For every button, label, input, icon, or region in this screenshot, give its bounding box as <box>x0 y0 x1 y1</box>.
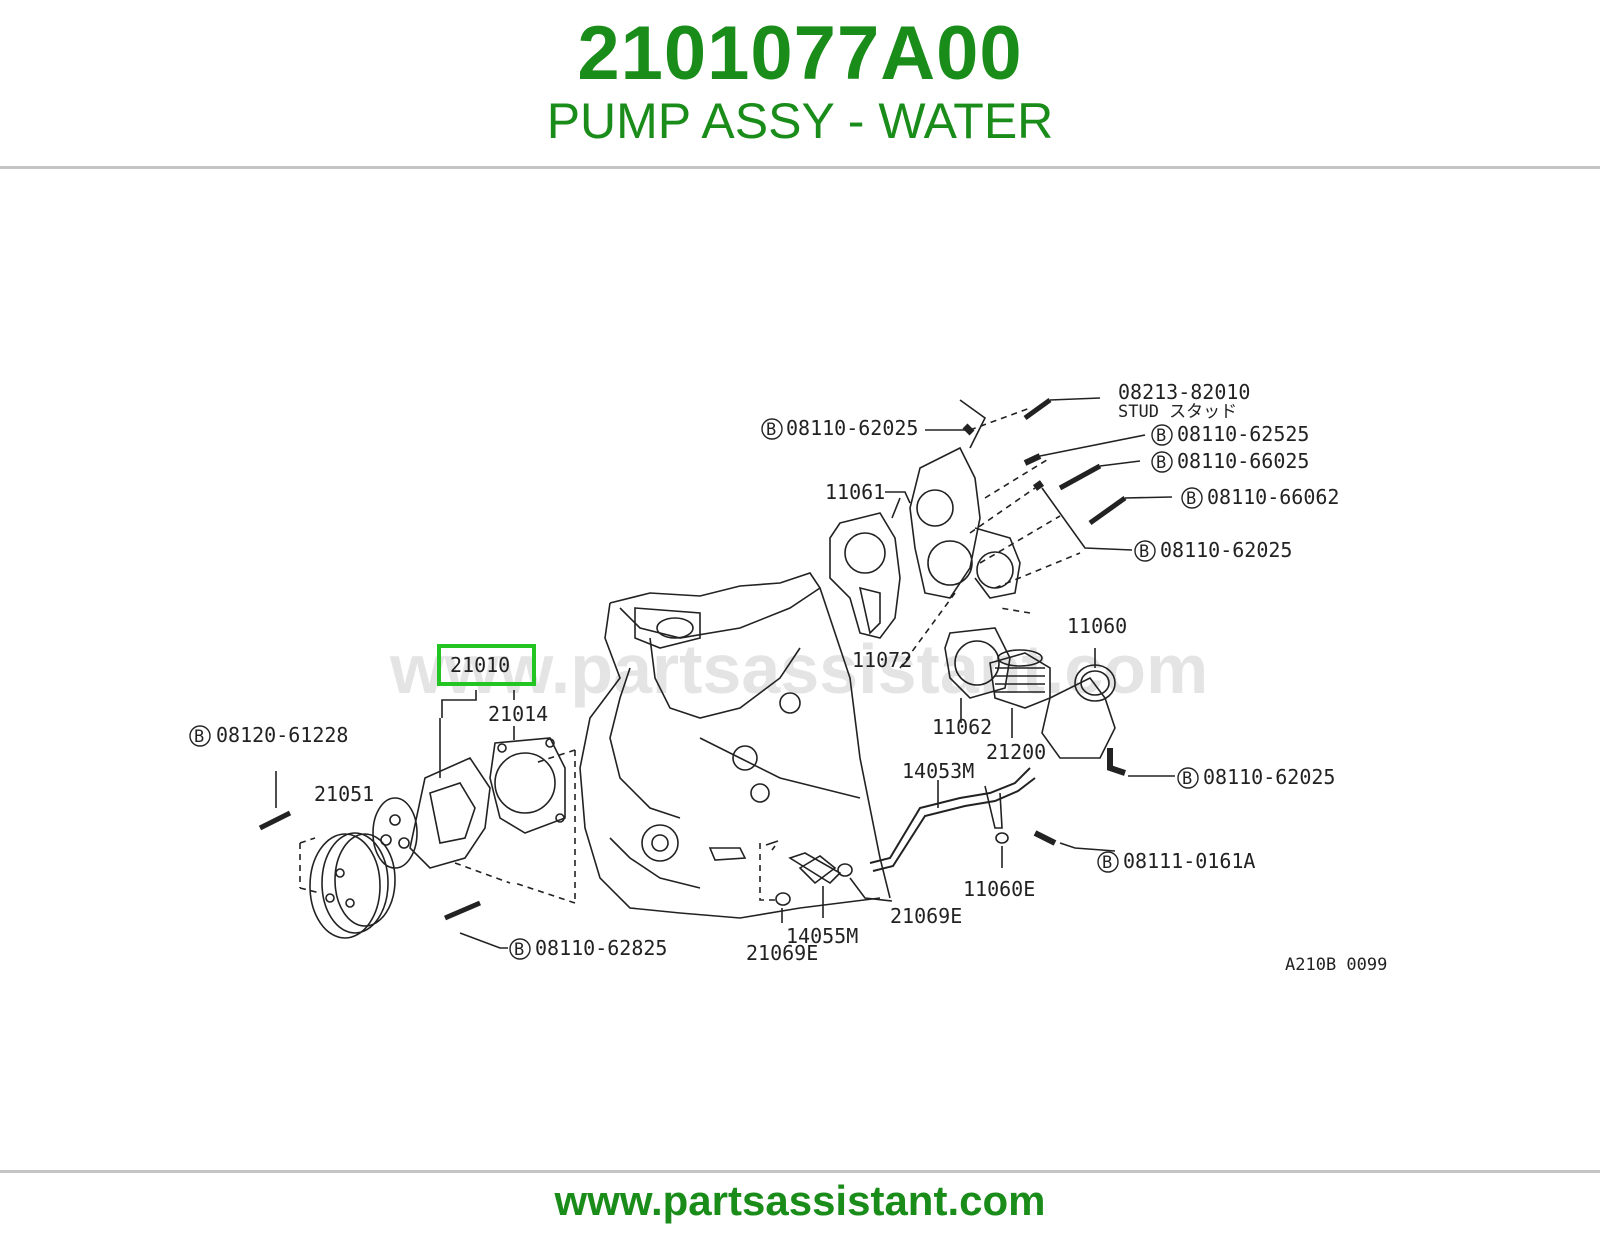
label-21010: 21010 <box>450 653 510 677</box>
label-stud: STUD スタッド <box>1118 402 1237 422</box>
label-14053M: 14053M <box>902 759 974 783</box>
label-11062: 11062 <box>932 715 992 739</box>
bolt-marker-icon <box>509 938 531 960</box>
bolt-marker: B <box>1156 453 1166 473</box>
label-08110-62525: 08110-62525 <box>1177 422 1309 446</box>
bolt-marker: B <box>1182 769 1192 789</box>
bolt-marker-icon <box>1134 540 1156 562</box>
bolt-marker: B <box>194 727 204 747</box>
bolt-08110-66025 <box>1058 463 1102 491</box>
label-14055M: 14055M <box>786 924 858 948</box>
diagram-linework <box>258 397 1175 949</box>
callout-08110-66062: B 08110-66062 <box>1181 485 1339 509</box>
clamp-21069E-b <box>837 863 853 877</box>
bolt-marker-icon <box>761 418 783 440</box>
thermostat-gasket-11062 <box>944 627 1011 699</box>
highlight-box <box>437 644 536 686</box>
bolt-marker: B <box>1102 853 1112 873</box>
diagram-watermark: www.partsassistant.com <box>389 630 1208 708</box>
callout-08110-62025-c: B 08110-62025 <box>1177 765 1335 789</box>
bolt-08120-61228 <box>258 810 292 831</box>
bolt-marker-icon <box>1151 424 1173 446</box>
bolt-marker: B <box>766 420 776 440</box>
label-21069E-b: 21069E <box>890 904 962 928</box>
pump-flange <box>372 797 418 869</box>
footer-url[interactable]: www.partsassistant.com <box>554 1177 1046 1224</box>
oil-cap <box>656 617 694 639</box>
callout-08110-62025-b: B 08110-62025 <box>1134 538 1292 562</box>
label-08110-66062: 08110-66062 <box>1207 485 1339 509</box>
exploded-parts-diagram: www.partsassistant.com <box>180 338 1420 1013</box>
bolt-marker: B <box>1139 542 1149 562</box>
bolt-08110-66062 <box>1088 495 1127 526</box>
part-name: PUMP ASSY - WATER <box>546 93 1054 149</box>
washer-11060E <box>995 832 1009 844</box>
callout-08120-61228: B 08120-61228 <box>189 723 348 747</box>
label-08111-0161A: 08111-0161A <box>1123 849 1255 873</box>
bolt-marker-icon <box>1097 851 1119 873</box>
hose-14055M <box>788 852 842 885</box>
bolt-marker-icon <box>1151 451 1173 473</box>
label-08213-82010: 08213-82010 <box>1118 380 1250 404</box>
label-08110-62025-b: 08110-62025 <box>1160 538 1292 562</box>
bolt-marker: B <box>514 940 524 960</box>
label-21200: 21200 <box>986 740 1046 764</box>
pulley-21051 <box>309 833 381 939</box>
callout-08110-62525: B 08110-62525 <box>1151 422 1309 446</box>
bolt-marker: B <box>1156 426 1166 446</box>
bolt-marker-icon <box>1177 767 1199 789</box>
pump-gasket-21014 <box>489 737 566 834</box>
bolt-marker-icon <box>1181 487 1203 509</box>
label-11060E: 11060E <box>963 877 1035 901</box>
bolt-08110-62025-a <box>962 423 975 436</box>
bolt-08111-0161A <box>1033 830 1057 846</box>
stud-08213-82010 <box>1023 397 1052 421</box>
page-header: 2101077A00 PUMP ASSY - WATER <box>0 0 1600 168</box>
bolt-08110-62825 <box>444 900 481 921</box>
part-number: 2101077A00 <box>577 11 1023 96</box>
water-pipe-14053M <box>869 767 1031 864</box>
label-21069E-a: 21069E <box>746 941 818 965</box>
timing-cover-port <box>641 824 679 862</box>
label-08110-62825: 08110-62825 <box>535 936 667 960</box>
label-21014: 21014 <box>488 702 548 726</box>
bolt-08110-62025-b <box>1032 480 1045 491</box>
label-08120-61228: 08120-61228 <box>216 723 348 747</box>
diagram-svg: www.partsassistant.com <box>180 338 1420 1013</box>
label-08110-62025-a: 08110-62025 <box>786 416 918 440</box>
label-21051: 21051 <box>314 782 374 806</box>
bolt-08110-62525 <box>1023 453 1042 466</box>
bolt-08110-62025-c <box>1107 748 1126 776</box>
bolt-marker: B <box>1186 489 1196 509</box>
label-11061: 11061 <box>825 480 885 504</box>
callout-08110-62025-a: B 08110-62025 <box>761 416 918 440</box>
bolt-marker-icon <box>189 725 211 747</box>
label-11060: 11060 <box>1067 614 1127 638</box>
figure-code: A210B 0099 <box>1285 955 1387 975</box>
callout-08110-66025: B 08110-66025 <box>1151 449 1309 473</box>
label-08110-66025: 08110-66025 <box>1177 449 1309 473</box>
callout-08111-0161A: B 08111-0161A <box>1097 849 1255 873</box>
outlet-gasket-11061 <box>829 512 901 639</box>
header-divider <box>0 166 1600 169</box>
clamp-21069E-a <box>775 892 791 906</box>
water-inlet-11060 <box>1041 676 1116 759</box>
label-11072: 11072 <box>852 648 912 672</box>
label-08110-62025-c: 08110-62025 <box>1203 765 1335 789</box>
callout-08110-62825: B 08110-62825 <box>509 936 667 960</box>
footer-divider <box>0 1170 1600 1173</box>
